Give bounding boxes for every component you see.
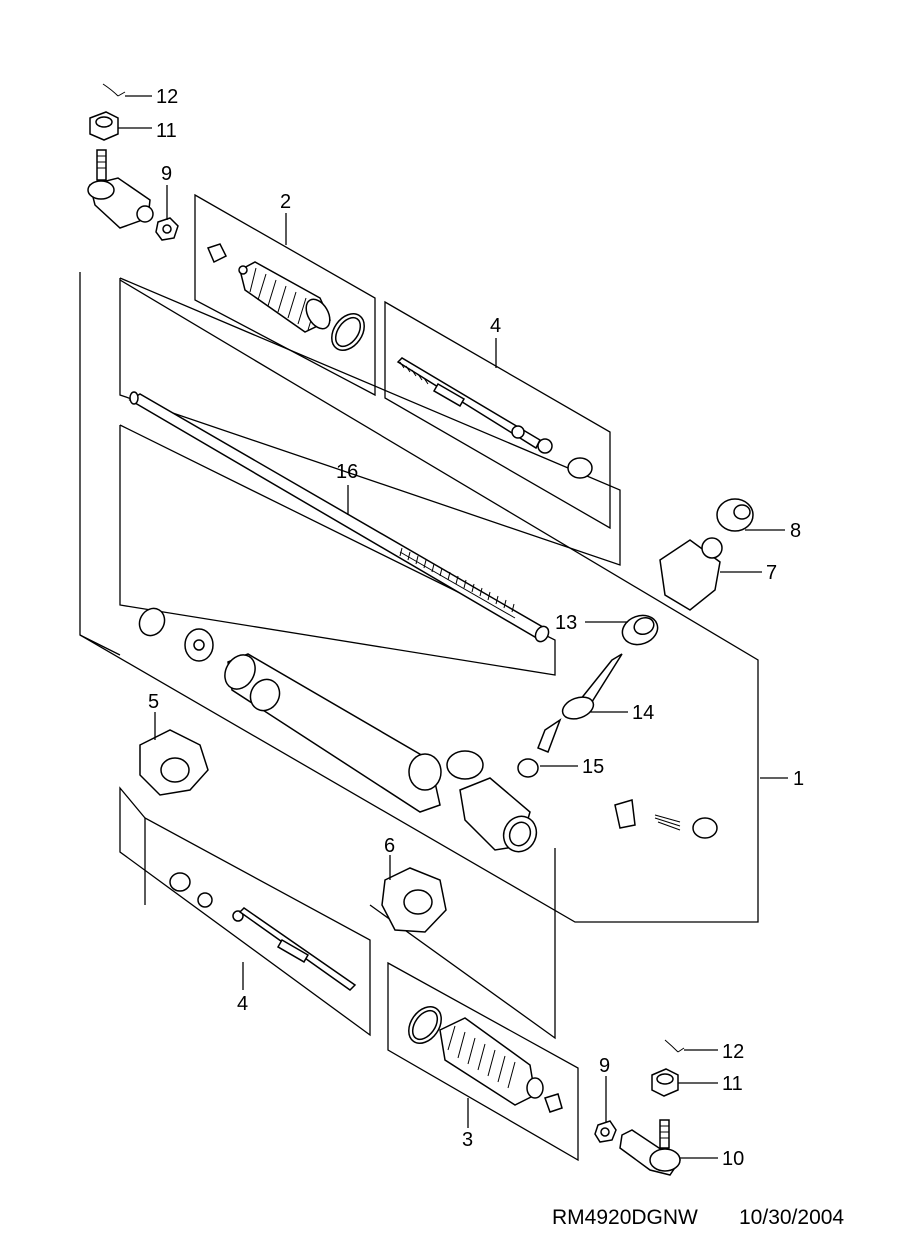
- yoke-spring-plug: [614, 799, 718, 839]
- seal-13: [621, 614, 659, 646]
- mount-bush-6: [381, 867, 447, 933]
- callout-15: 15: [582, 756, 604, 778]
- rack-housing: [138, 607, 538, 853]
- callout-6: 6: [384, 835, 395, 857]
- callout-11-bottom: 11: [722, 1073, 743, 1095]
- callout-4-bottom: 4: [237, 993, 248, 1015]
- assembly-outline-16: [119, 277, 621, 676]
- castle-nut-top: [89, 111, 119, 141]
- nut-9-top: [155, 217, 179, 241]
- tie-rod-end-bottom: [619, 1119, 682, 1176]
- rack-bushing-top: [567, 457, 593, 479]
- tie-rod-end-top: [87, 149, 154, 229]
- callout-4-top: 4: [490, 315, 501, 337]
- boot-ring-top: [331, 313, 365, 351]
- callout-12-bottom: 12: [722, 1041, 744, 1063]
- drawing-code: RM4920DGNW: [552, 1206, 698, 1229]
- callout-11-top: 11: [156, 120, 177, 142]
- callout-8: 8: [790, 520, 801, 542]
- callout-5: 5: [148, 691, 159, 713]
- assembly-outline-1: [79, 272, 759, 923]
- callout-7: 7: [766, 562, 777, 584]
- callout-14: 14: [632, 702, 654, 724]
- pinion-cover-8: [716, 498, 754, 532]
- nut-9-bottom: [594, 1120, 617, 1143]
- assembly-outline-6: [369, 848, 556, 1040]
- inner-tie-rod-top: [396, 357, 553, 454]
- callout-10: 10: [722, 1148, 744, 1170]
- callout-13: 13: [555, 612, 577, 634]
- pinion-shaft-14: [537, 653, 623, 753]
- callout-16: 16: [336, 461, 358, 483]
- castle-nut-bottom: [651, 1068, 679, 1097]
- bellows-top: [238, 261, 331, 333]
- cotter-pin-bottom: [664, 1039, 685, 1053]
- clamp-bottom: [544, 1093, 563, 1113]
- assembly-outline-4-bottom: [119, 786, 371, 1037]
- inner-tie-rod-bottom: [169, 872, 357, 991]
- callout-12-top: 12: [156, 86, 178, 108]
- drawing-date: 10/30/2004: [739, 1206, 844, 1229]
- bearing-15: [517, 758, 539, 778]
- boot-ring-bottom: [408, 1006, 442, 1044]
- bellows-bottom: [439, 1017, 544, 1106]
- assembly-outline-4-top: [384, 300, 611, 530]
- leader-lines: [118, 95, 788, 1159]
- callout-3: 3: [462, 1129, 473, 1151]
- clamp-top: [206, 243, 228, 264]
- callout-9-top: 9: [161, 163, 172, 185]
- callout-2: 2: [280, 191, 291, 213]
- mount-bush-5: [139, 729, 209, 796]
- cotter-pin-top: [102, 83, 126, 97]
- valve-body-7: [659, 537, 723, 611]
- callout-9-bottom: 9: [599, 1055, 610, 1077]
- rack-bar: [128, 391, 550, 643]
- assembly-outline-3: [387, 961, 579, 1162]
- callout-1: 1: [793, 768, 804, 790]
- assembly-outline-2: [194, 193, 376, 397]
